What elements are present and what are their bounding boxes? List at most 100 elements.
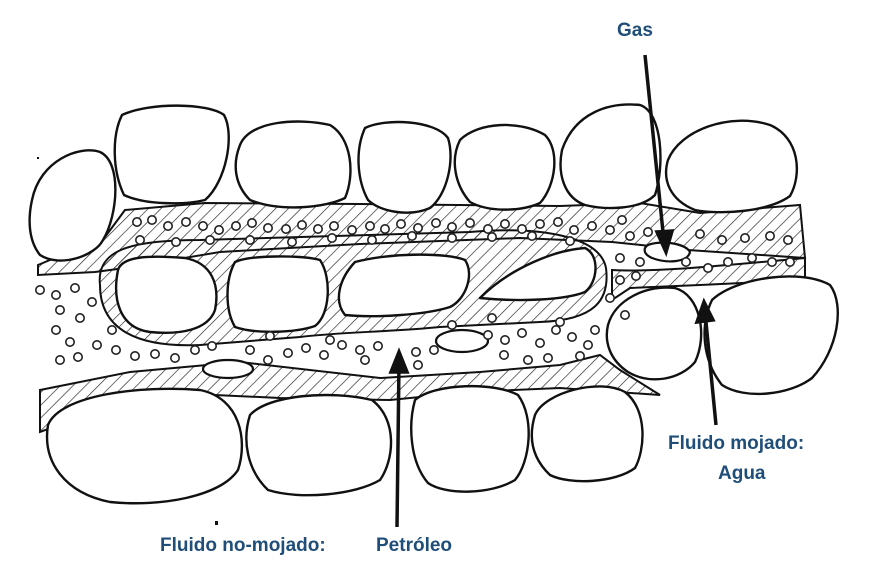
- oil-droplet: [372, 340, 383, 351]
- oil-droplet: [300, 342, 311, 353]
- oil-droplet: [564, 236, 575, 247]
- oil-droplet: [181, 217, 192, 228]
- sand-grain: [357, 120, 452, 214]
- oil-droplet: [552, 217, 563, 228]
- oil-droplet: [214, 225, 225, 236]
- annotation-arrows: [388, 54, 718, 528]
- oil-droplet: [346, 225, 357, 236]
- oil-droplet: [446, 319, 457, 330]
- oil-droplet: [430, 218, 441, 229]
- oil-droplet: [702, 262, 713, 273]
- oil-droplet: [312, 224, 323, 235]
- oil-droplet: [92, 339, 103, 350]
- sand-grain: [234, 120, 352, 209]
- trapped-oil-droplet: [201, 358, 255, 380]
- oil-droplet: [245, 235, 256, 246]
- oil-droplet: [516, 327, 527, 338]
- water-label: Agua: [718, 463, 766, 484]
- sand-grain: [559, 103, 662, 210]
- oil-droplet: [73, 351, 84, 362]
- oil-droplet: [486, 312, 497, 323]
- oil-droplet: [499, 219, 510, 230]
- oil-droplet: [324, 334, 335, 345]
- oil-droplet: [499, 334, 510, 345]
- oil-droplet: [326, 233, 337, 244]
- oil-droplet: [231, 221, 242, 232]
- oil-droplet: [498, 349, 509, 360]
- gas-label: Gas: [617, 20, 653, 41]
- wetting-fluid-label: Fluido mojado:: [668, 433, 805, 454]
- oil-droplet: [616, 215, 627, 226]
- oil-droplet: [624, 231, 635, 242]
- oil-droplet: [550, 324, 561, 335]
- oil-droplet: [170, 352, 181, 363]
- oil-droplet: [34, 284, 45, 295]
- oil-droplet: [286, 237, 297, 248]
- oil-droplet: [526, 231, 537, 242]
- oil-droplet: [586, 221, 597, 232]
- oil-droplet: [582, 339, 593, 350]
- oil-droplet: [245, 344, 256, 355]
- oil-droplet: [764, 231, 775, 242]
- oil-droplet: [54, 354, 65, 365]
- oil-droplet: [482, 329, 493, 340]
- oil-droplet: [87, 296, 98, 307]
- oil-droplet: [619, 309, 630, 320]
- oil-droplet: [634, 256, 645, 267]
- oil-droplet: [486, 232, 497, 243]
- oil-droplet: [171, 237, 182, 248]
- oil-droplet: [534, 219, 545, 230]
- oil-droplet: [54, 304, 65, 315]
- oil-droplet: [379, 224, 390, 235]
- oil-droplet: [614, 253, 625, 264]
- oil-droplet: [406, 231, 417, 242]
- oil-droplet: [739, 233, 750, 244]
- oil-droplet: [534, 337, 545, 348]
- oil-droplet: [280, 224, 291, 235]
- sand-grain: [605, 286, 703, 381]
- sand-grain: [453, 123, 556, 211]
- oil-arrowhead-icon: [388, 347, 410, 374]
- oil-droplet-field: [34, 215, 795, 370]
- oil-droplet: [464, 218, 475, 229]
- sand-grain: [530, 385, 644, 483]
- oil-droplet: [446, 233, 457, 244]
- stray-mark: [215, 521, 218, 525]
- oil-droplet: [359, 354, 370, 365]
- oil-droplet: [522, 354, 533, 365]
- trapped-oil-droplet: [434, 328, 490, 354]
- oil-droplet: [282, 347, 293, 358]
- oil-droplet: [65, 336, 76, 347]
- oil-droplet: [428, 344, 439, 355]
- sand-grain: [478, 246, 597, 302]
- oil-droplet: [589, 324, 600, 335]
- oil-droplet: [262, 223, 273, 234]
- oil-droplet: [604, 292, 615, 303]
- water-pointer-arrow: [703, 311, 718, 426]
- oil-droplet: [614, 274, 625, 285]
- oil-droplet: [574, 350, 585, 361]
- oil-droplet: [722, 256, 733, 267]
- water-arrowhead-icon: [694, 297, 716, 325]
- oil-droplet: [680, 256, 691, 267]
- oil-droplet: [70, 282, 81, 293]
- sand-grain: [664, 119, 798, 214]
- oil-droplet: [516, 224, 527, 235]
- stray-marks: [37, 157, 218, 525]
- oil-droplet: [746, 253, 757, 264]
- oil-droplet: [111, 344, 122, 355]
- oil-droplet: [716, 235, 727, 246]
- oil-droplet: [642, 227, 653, 238]
- oil-droplet: [328, 221, 339, 232]
- sand-grain: [114, 255, 218, 334]
- oil-droplet: [366, 235, 377, 246]
- oil-droplet: [50, 289, 61, 300]
- oil-droplet: [247, 218, 258, 229]
- sand-grain: [28, 149, 117, 262]
- oil-droplet: [395, 219, 406, 230]
- oil-droplet: [782, 235, 793, 246]
- oil-droplet: [542, 352, 553, 363]
- oil-droplet: [410, 346, 421, 357]
- oil-droplet: [694, 229, 705, 240]
- oil-droplet: [107, 324, 118, 335]
